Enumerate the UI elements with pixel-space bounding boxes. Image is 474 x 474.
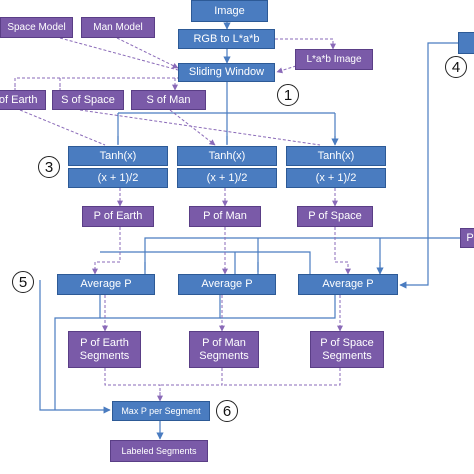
s-space-label: S of Space: [61, 93, 115, 106]
step-number-5: 5: [18, 273, 28, 291]
norm-label-2: (x + 1)/2: [206, 171, 248, 184]
step-marker-1: 1: [277, 84, 299, 106]
p-man-box: P of Man: [189, 206, 261, 227]
step-number-1: 1: [283, 86, 293, 104]
p-earth-box: P of Earth: [82, 206, 154, 227]
labeled-segments-label: Labeled Segments: [121, 445, 197, 456]
seg-space-box: P of Space Segments: [310, 331, 384, 368]
labeled-segments-box: Labeled Segments: [110, 440, 208, 462]
tanh-box-1: Tanh(x): [68, 146, 168, 166]
tanh-label-3: Tanh(x): [317, 149, 355, 162]
s-man-label: S of Man: [146, 93, 191, 106]
edge-seg-maxp: [104, 368, 341, 400]
edge-avg3-down: [220, 294, 336, 319]
edge-sliding-tanh: [117, 82, 336, 144]
edge-avg1-down: [54, 294, 101, 410]
seg-space-label: P of Space Segments: [320, 336, 374, 362]
sliding-window-box: Sliding Window: [178, 63, 275, 82]
tanh-label-2: Tanh(x): [208, 149, 246, 162]
edge-pcut-avg: [144, 237, 460, 272]
edge-sliding-tanh-heads: [117, 136, 335, 145]
p-space-box: P of Space: [297, 206, 373, 227]
edge-pcut-avg-heads: [144, 262, 380, 274]
edge-models-sliding: [59, 37, 178, 70]
step-number-4: 4: [451, 58, 461, 76]
p-cut-label: P: [466, 231, 474, 244]
rgb-lab-label: RGB to L*a*b: [193, 32, 260, 45]
step-number-3: 3: [44, 158, 54, 176]
rgb-lab-box: RGB to L*a*b: [178, 29, 275, 49]
image-label: Image: [214, 4, 245, 17]
norm-box-1: (x + 1)/2: [68, 168, 168, 188]
norm-label-1: (x + 1)/2: [97, 171, 139, 184]
sliding-window-label: Sliding Window: [188, 66, 265, 79]
edge-avg2-down: [100, 294, 221, 319]
s-earth-label: S of Earth: [0, 93, 38, 106]
p-cut-box: P: [460, 228, 474, 248]
right-source-box: [458, 32, 474, 54]
man-model-box: Man Model: [81, 17, 155, 38]
edge-sliding-s: [14, 77, 180, 89]
tanh-box-2: Tanh(x): [177, 146, 277, 166]
step-number-6: 6: [222, 402, 232, 420]
step-marker-3: 3: [38, 156, 60, 178]
lab-image-box: L*a*b Image: [295, 49, 373, 70]
space-model-box: Space Model: [0, 17, 73, 38]
average-box-2: Average P: [178, 274, 276, 295]
seg-man-label: P of Man Segments: [199, 336, 249, 362]
edge-rgb-lab: [275, 38, 336, 50]
space-model-label: Space Model: [7, 21, 66, 33]
norm-label-3: (x + 1)/2: [315, 171, 357, 184]
p-space-label: P of Space: [308, 210, 362, 223]
step-marker-5: 5: [12, 271, 34, 293]
lab-image-label: L*a*b Image: [306, 53, 362, 65]
edge-sliding-s-heads: [14, 84, 175, 90]
average-label-1: Average P: [80, 278, 132, 291]
average-label-3: Average P: [322, 278, 374, 291]
edge-lab-sliding: [276, 65, 297, 74]
s-man-box: S of Man: [131, 90, 206, 110]
average-box-3: Average P: [298, 274, 398, 295]
step-marker-6: 6: [216, 400, 238, 422]
p-earth-label: P of Earth: [93, 210, 143, 223]
norm-box-2: (x + 1)/2: [177, 168, 277, 188]
s-earth-box: S of Earth: [0, 90, 46, 110]
edge-avg1-maxp: [39, 280, 111, 414]
s-space-box: S of Space: [52, 90, 124, 110]
tanh-box-3: Tanh(x): [286, 146, 386, 166]
image-box: Image: [191, 0, 268, 22]
edge-s-tanh: [19, 109, 321, 145]
seg-earth-box: P of Earth Segments: [68, 331, 141, 368]
edge-right-source: [399, 42, 458, 289]
tanh-label-1: Tanh(x): [99, 149, 137, 162]
p-man-label: P of Man: [203, 210, 247, 223]
average-box-1: Average P: [57, 274, 155, 295]
step-marker-4: 4: [445, 56, 467, 78]
edge-p-avg1: [92, 227, 121, 275]
edge-p-avg3: [334, 227, 351, 275]
edge-p-cross: [100, 251, 311, 274]
man-model-label: Man Model: [93, 21, 143, 33]
norm-box-3: (x + 1)/2: [286, 168, 386, 188]
seg-man-box: P of Man Segments: [189, 331, 259, 368]
max-p-label: Max P per Segment: [121, 405, 201, 416]
seg-earth-label: P of Earth Segments: [79, 336, 130, 362]
average-label-2: Average P: [201, 278, 253, 291]
max-p-box: Max P per Segment: [112, 401, 210, 421]
